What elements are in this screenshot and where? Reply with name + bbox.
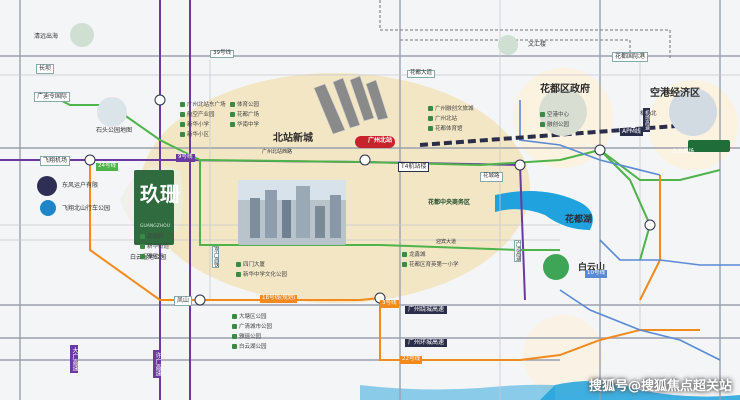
poi-item: 雅居乐 [140, 252, 169, 262]
poi-item: 广州北站东广场 [180, 100, 226, 110]
t4-station: T4航站楼 [398, 162, 430, 172]
line9-label: 9号线 [176, 154, 195, 162]
poi-item: 广州融创文旅城 [428, 104, 474, 114]
project-subname: GUANGZHOU [140, 224, 171, 229]
place-wenhui: 文汇楼 [528, 41, 547, 48]
ariport-thumb [70, 23, 94, 47]
poi-item: 新华小学 [180, 120, 226, 130]
place-feixiang-mount: 飞翔北山行车公园 [62, 205, 111, 212]
road-x4: 广州北站西路 [262, 149, 293, 155]
poi-item: 白云湖公园 [232, 342, 272, 352]
poi-item: 空港中心 [540, 110, 569, 120]
poi-item: 龙鑫城 [402, 250, 459, 260]
apm-line [419, 123, 691, 147]
poi-list-beizhan-right: 体育公园 花都广场 华南中学 [230, 100, 259, 130]
place-shiyushan: 石头公园地图 [96, 127, 133, 134]
poi-item: 新华中学文化公园 [236, 270, 287, 280]
watermark: 搜狐号@搜狐焦点超关站 [588, 379, 732, 394]
line18-label: 18号线(规划) [260, 295, 298, 303]
huadu-gov-district: 花都区政府 [540, 84, 590, 95]
poi-item: 航空产业园 [180, 110, 226, 120]
place-feixiang: 飞翔机场 [40, 156, 71, 166]
airport-expressway: 机场高速 [643, 108, 650, 132]
project-panel [134, 170, 174, 245]
road-x6: 广清高速 [514, 240, 521, 262]
poi-list-mid-b: 龙鑫城 花都区育英第一小学 [402, 250, 459, 270]
poi-item: 融创公园 [540, 120, 569, 130]
road-x10: 许广高速 [153, 350, 161, 378]
baiyun-mountain-district: 白云山 [578, 263, 606, 273]
place-huadu-intl: 花都国际港 [612, 52, 649, 62]
road-x9: 大广高速 [70, 345, 78, 373]
airplane-icon [40, 200, 56, 216]
road-x1: 39号线 [210, 50, 234, 58]
apm-label: APM线 [620, 128, 643, 136]
poi-item: 大塘区公园 [232, 312, 272, 322]
poi-item: 新华街道 [140, 242, 169, 252]
line24-label: 24号线 [96, 163, 118, 171]
poi-list-mid-a: 四门大厦 新华中学文化公园 [236, 260, 287, 280]
road-x8: 迎宾大道 [436, 239, 457, 245]
poi-list-right-b: 空港中心 融创公园 [540, 110, 569, 130]
poi-list-left-panel: 珑瑶府 新华街道 雅居乐 [140, 232, 169, 262]
line22-label: 22号线 [400, 356, 422, 364]
poi-item: 广州北站 [428, 114, 474, 124]
airport-thumb [669, 88, 717, 136]
baiyun-mountain-icon [543, 254, 569, 280]
road-x5: 花都大道 [407, 70, 436, 78]
poi-item: 体育公园 [230, 100, 259, 110]
poi-item: 雅瑶公园 [232, 332, 272, 342]
huadu-lake-water [495, 191, 593, 230]
beizhan-district: 北站新城 [273, 133, 313, 144]
road-x7: 京广高铁 [212, 246, 219, 268]
place-guangdong: 广迪令国际 [34, 92, 71, 102]
airport-econ-district: 空港经济区 [650, 88, 700, 99]
poi-item: 珑瑶府 [140, 232, 169, 242]
huadu-guangchang: 花城路 [480, 172, 503, 182]
airport-station-label: 白云机场 [672, 149, 695, 155]
place-liangshan: 凤山 [174, 296, 193, 306]
station-label: 花都中央商务区 [428, 199, 471, 206]
car-icon [37, 176, 57, 196]
wenhui-thumb [498, 35, 518, 55]
poi-list-right-a: 广州融创文旅城 广州北站 花都体育馆 [428, 104, 474, 134]
place-ariport: 清远出海 [34, 33, 59, 40]
huadu-lake-district: 花都湖 [565, 215, 593, 225]
poi-item: 花都区育英第一小学 [402, 260, 459, 270]
airport-station-badge [688, 140, 730, 152]
road-x2: 广州绕城高速 [405, 306, 448, 314]
guangzhou-north-badge [355, 136, 395, 148]
line10-label: 10号线 [585, 270, 607, 278]
poi-item: 四门大厦 [236, 260, 287, 270]
south-halo [523, 315, 603, 395]
place-shisha: 长坝 [36, 64, 55, 74]
poi-item: 花都体育馆 [428, 124, 474, 134]
guangzhou-north-station: 广州北站 [368, 137, 393, 144]
metro-station-marker [359, 154, 371, 166]
poi-item: 广清城市公园 [232, 322, 272, 332]
poi-item: 华南中学 [230, 120, 259, 130]
place-dongfeng: 东风运户有限 [62, 182, 99, 189]
poi-list-beizhan-left: 广州北站东广场 航空产业园 新华小学 新华小区 [180, 100, 226, 140]
road-x3: 广州环城高速 [405, 339, 448, 347]
line3-label: 3号线 [380, 300, 399, 308]
poi-list-bottom: 大塘区公园 广清城市公园 雅瑶公园 白云湖公园 [232, 312, 272, 352]
poi-item: 花都广场 [230, 110, 259, 120]
project-name: 玖珊 [140, 182, 180, 206]
shiyushan-thumb [97, 97, 127, 127]
poi-item: 新华小区 [180, 130, 226, 140]
